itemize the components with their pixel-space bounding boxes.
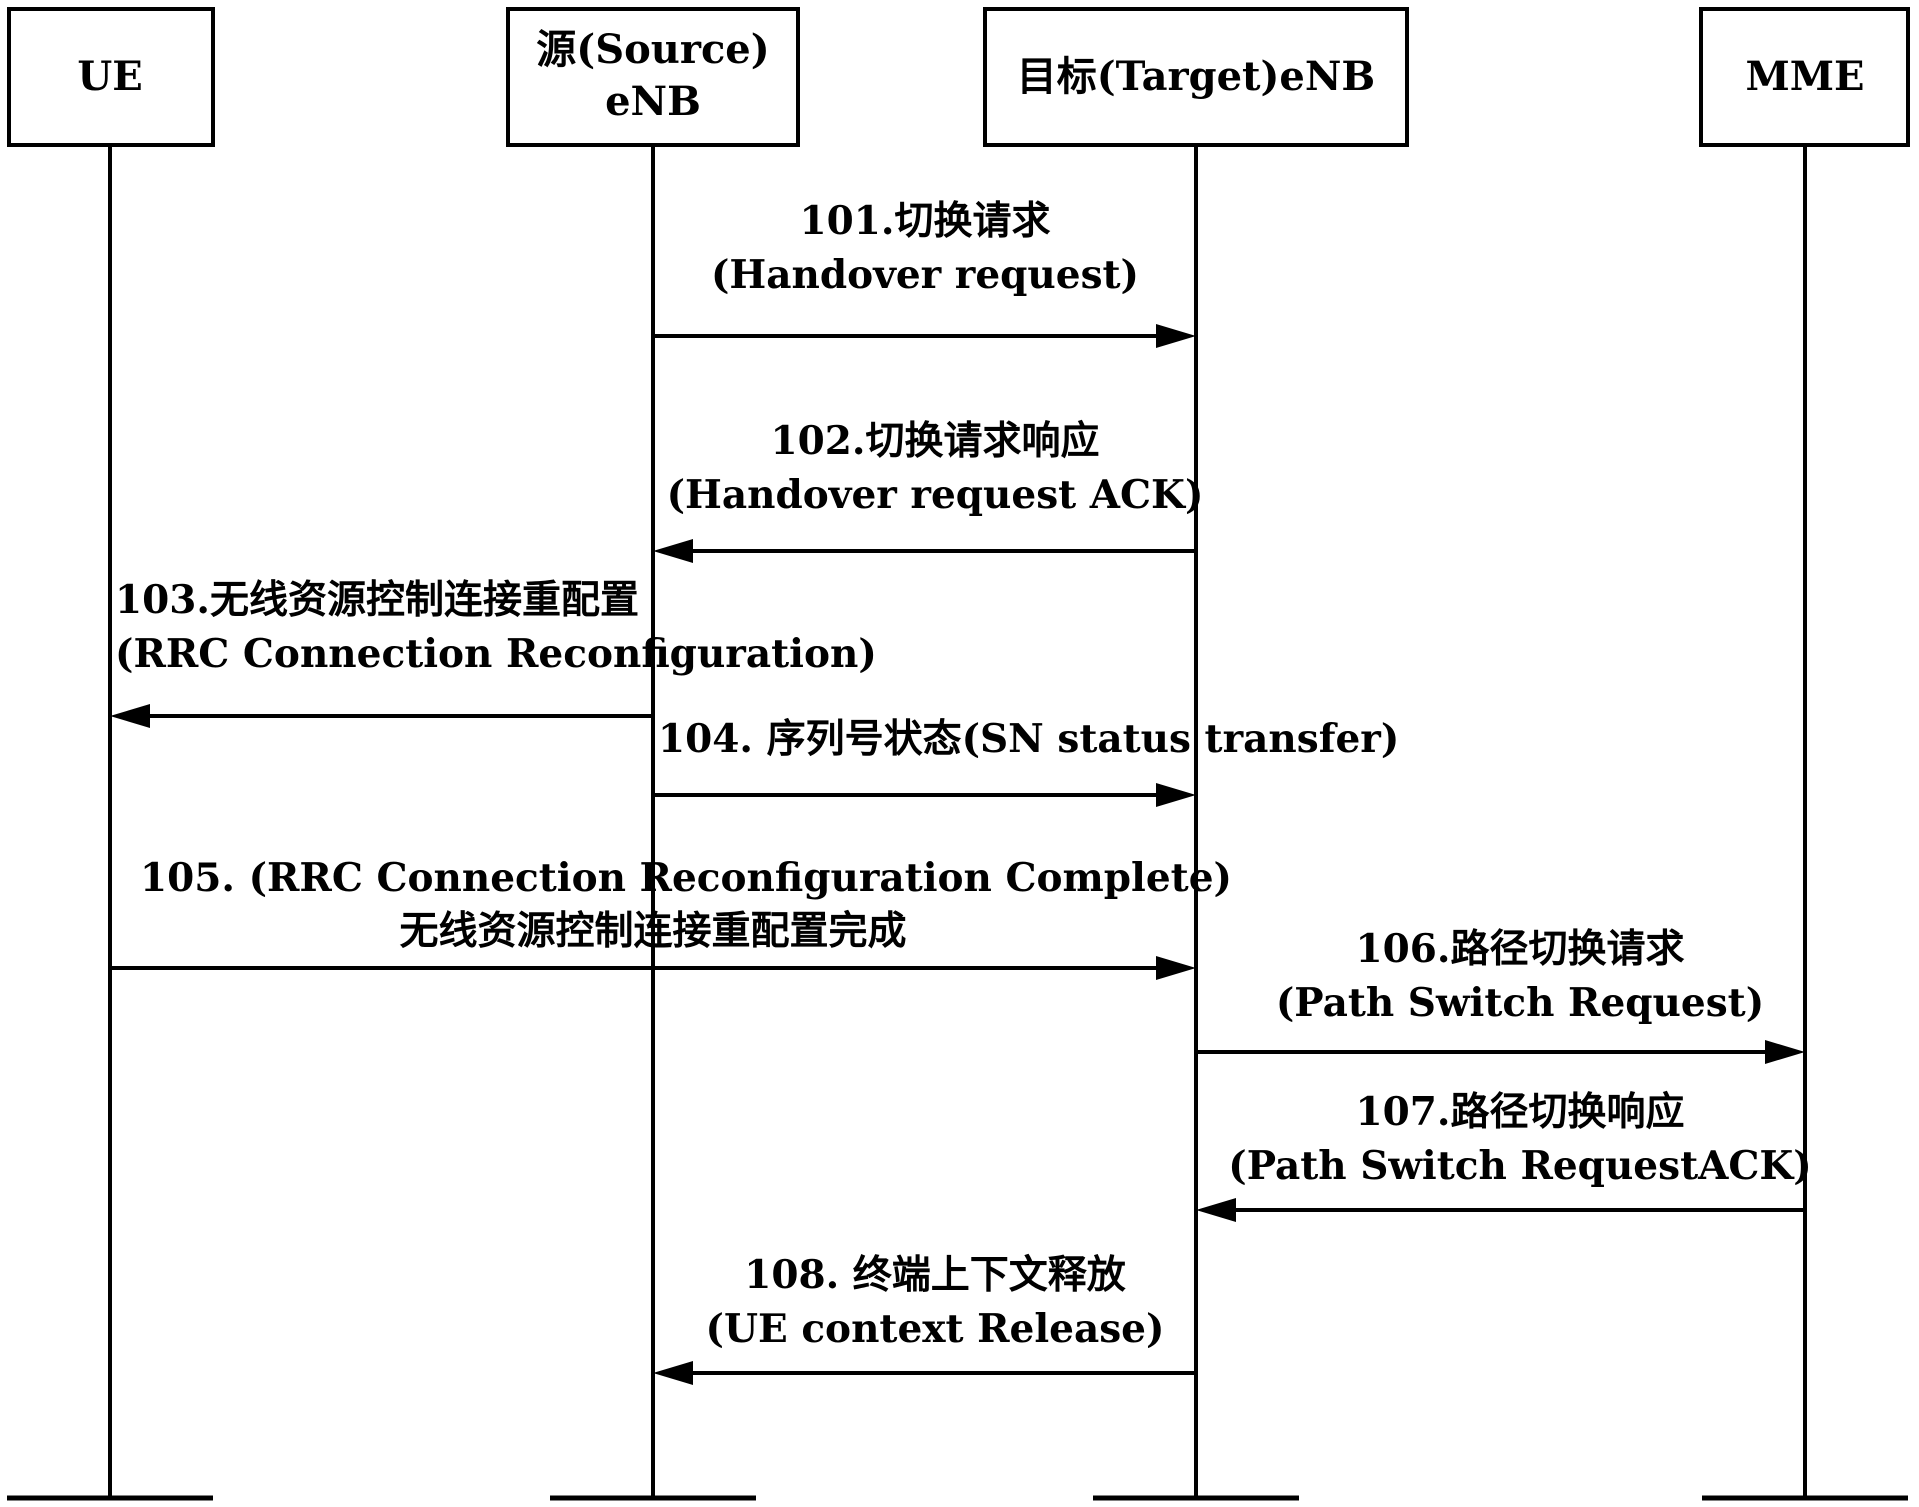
arrowhead-icon	[1765, 1040, 1805, 1064]
arrowhead-icon	[110, 704, 150, 728]
message-label-105: 无线资源控制连接重配置完成	[399, 908, 906, 954]
message-label-102: 102.切换请求响应	[771, 418, 1100, 464]
message-label-103: (RRC Connection Reconfiguration)	[115, 631, 877, 677]
arrowhead-icon	[1156, 783, 1196, 807]
actor-label-ue: UE	[77, 53, 142, 100]
actor-label-source-enb: eNB	[605, 78, 701, 125]
message-label-105: 105. (RRC Connection Reconfiguration Com…	[140, 855, 1232, 901]
message-108: 108. 终端上下文释放 (UE context Release)	[653, 1252, 1196, 1385]
message-103: 103.无线资源控制连接重配置 (RRC Connection Reconfigu…	[110, 577, 877, 728]
message-label-101: 101.切换请求	[800, 198, 1051, 244]
arrowhead-icon	[1156, 324, 1196, 348]
message-label-108: 108. 终端上下文释放	[744, 1252, 1126, 1298]
message-label-102: (Handover request ACK)	[667, 472, 1204, 518]
message-101: 101.切换请求 (Handover request)	[653, 198, 1196, 348]
message-label-107: 107.路径切换响应	[1356, 1089, 1685, 1135]
message-102: 102.切换请求响应 (Handover request ACK)	[653, 418, 1203, 563]
actor-ue: UE	[7, 9, 213, 1498]
message-label-101: (Handover request)	[711, 252, 1139, 298]
message-104: 104. 序列号状态(SN status transfer)	[653, 716, 1399, 807]
arrowhead-icon	[1196, 1198, 1236, 1222]
actor-label-source-enb: 源(Source)	[536, 26, 769, 73]
arrowhead-icon	[653, 539, 693, 563]
actor-label-mme: MME	[1745, 53, 1864, 100]
message-label-106: (Path Switch Request)	[1276, 980, 1764, 1026]
actor-label-target-enb: 目标(Target)eNB	[1017, 53, 1376, 100]
arrowhead-icon	[1156, 956, 1196, 980]
message-label-104: 104. 序列号状态(SN status transfer)	[658, 716, 1399, 762]
message-label-106: 106.路径切换请求	[1356, 926, 1685, 972]
message-label-103: 103.无线资源控制连接重配置	[115, 577, 639, 623]
message-label-108: (UE context Release)	[706, 1306, 1165, 1352]
message-107: 107.路径切换响应 (Path Switch RequestACK)	[1196, 1089, 1812, 1222]
actor-mme: MME	[1701, 9, 1908, 1498]
message-label-107: (Path Switch RequestACK)	[1228, 1143, 1811, 1189]
message-106: 106.路径切换请求 (Path Switch Request)	[1196, 926, 1805, 1064]
message-105: 105. (RRC Connection Reconfiguration Com…	[110, 855, 1232, 980]
arrowhead-icon	[653, 1361, 693, 1385]
